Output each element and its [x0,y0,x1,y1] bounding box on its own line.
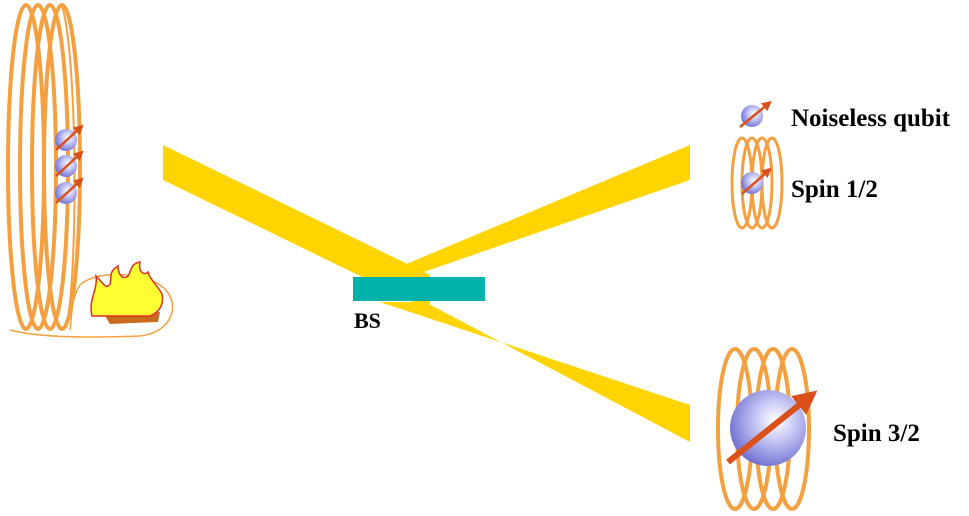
noiseless-qubit-icon [739,100,772,128]
source-qubits [55,124,84,204]
beam-splitter [353,277,485,301]
noiseless-qubit-label: Noiseless qubit [791,105,951,132]
beam-output-upper [380,145,690,275]
spin-three-halves-label: Spin 3/2 [833,420,920,447]
heat-bath [9,261,174,338]
beam-input [163,145,430,310]
light-beams [163,145,690,442]
qubit-sphere-icon [55,124,84,151]
spin-three-halves-sphere-icon [726,390,818,466]
spin-half-label: Spin 1/2 [791,176,878,203]
beam-splitter-label: BS [354,308,381,333]
beam-output-lower [380,302,690,442]
qubit-sphere-icon [55,177,84,204]
flame-icon [90,261,164,317]
spin-half-qubit-icon [741,167,772,195]
qubit-sphere-icon [55,150,84,177]
heat-bath-outline [9,273,174,338]
